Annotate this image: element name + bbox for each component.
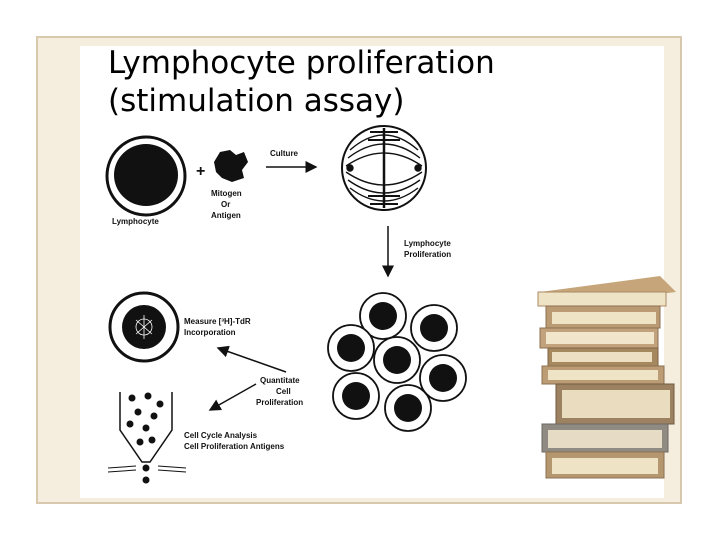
book-6	[555, 383, 675, 425]
book-4	[547, 347, 659, 367]
book-5	[541, 365, 665, 385]
measure-cell	[108, 291, 180, 363]
mitogen-label-1: Mitogen	[211, 189, 242, 198]
books-stack-image	[537, 276, 676, 479]
measure-label-1: Measure [³H]-TdR	[184, 317, 251, 326]
proliferation-label-1: Lymphocyte	[404, 239, 451, 248]
flow-cytometer-funnel	[107, 392, 187, 484]
book-3	[539, 327, 659, 349]
cell-cycle-label-1: Cell Cycle Analysis	[184, 431, 258, 440]
measure-label-2: Incorporation	[184, 328, 236, 337]
dividing-cell	[341, 125, 427, 211]
book-7	[541, 423, 669, 453]
book-1	[537, 276, 676, 307]
proliferation-label-2: Proliferation	[404, 250, 451, 259]
culture-label: Culture	[270, 149, 299, 158]
mitogen-label-3: Antigen	[211, 211, 241, 220]
title-line-2: (stimulation assay)	[108, 83, 405, 119]
cell-cycle-label-2: Cell Proliferation Antigens	[184, 442, 285, 451]
book-8	[545, 451, 665, 479]
quantitate-label-1: Quantitate	[260, 376, 300, 385]
proliferated-cell-cluster	[327, 292, 467, 432]
mitogen-label-2: Or	[221, 200, 230, 209]
mitogen-blob	[214, 150, 248, 182]
plus-sign: +	[196, 163, 205, 180]
title-line-1: Lymphocyte proliferation	[108, 45, 495, 81]
book-2	[545, 305, 661, 329]
quantitate-label-2: Cell	[276, 387, 291, 396]
cycle-arrow	[208, 383, 257, 411]
quantitate-label-3: Proliferation	[256, 398, 303, 407]
slide-title: Lymphocyte proliferation (stimulation as…	[108, 44, 528, 120]
measure-arrow	[216, 345, 287, 373]
lymphocyte-label: Lymphocyte	[112, 217, 159, 226]
lymphocyte-cell	[105, 135, 187, 217]
